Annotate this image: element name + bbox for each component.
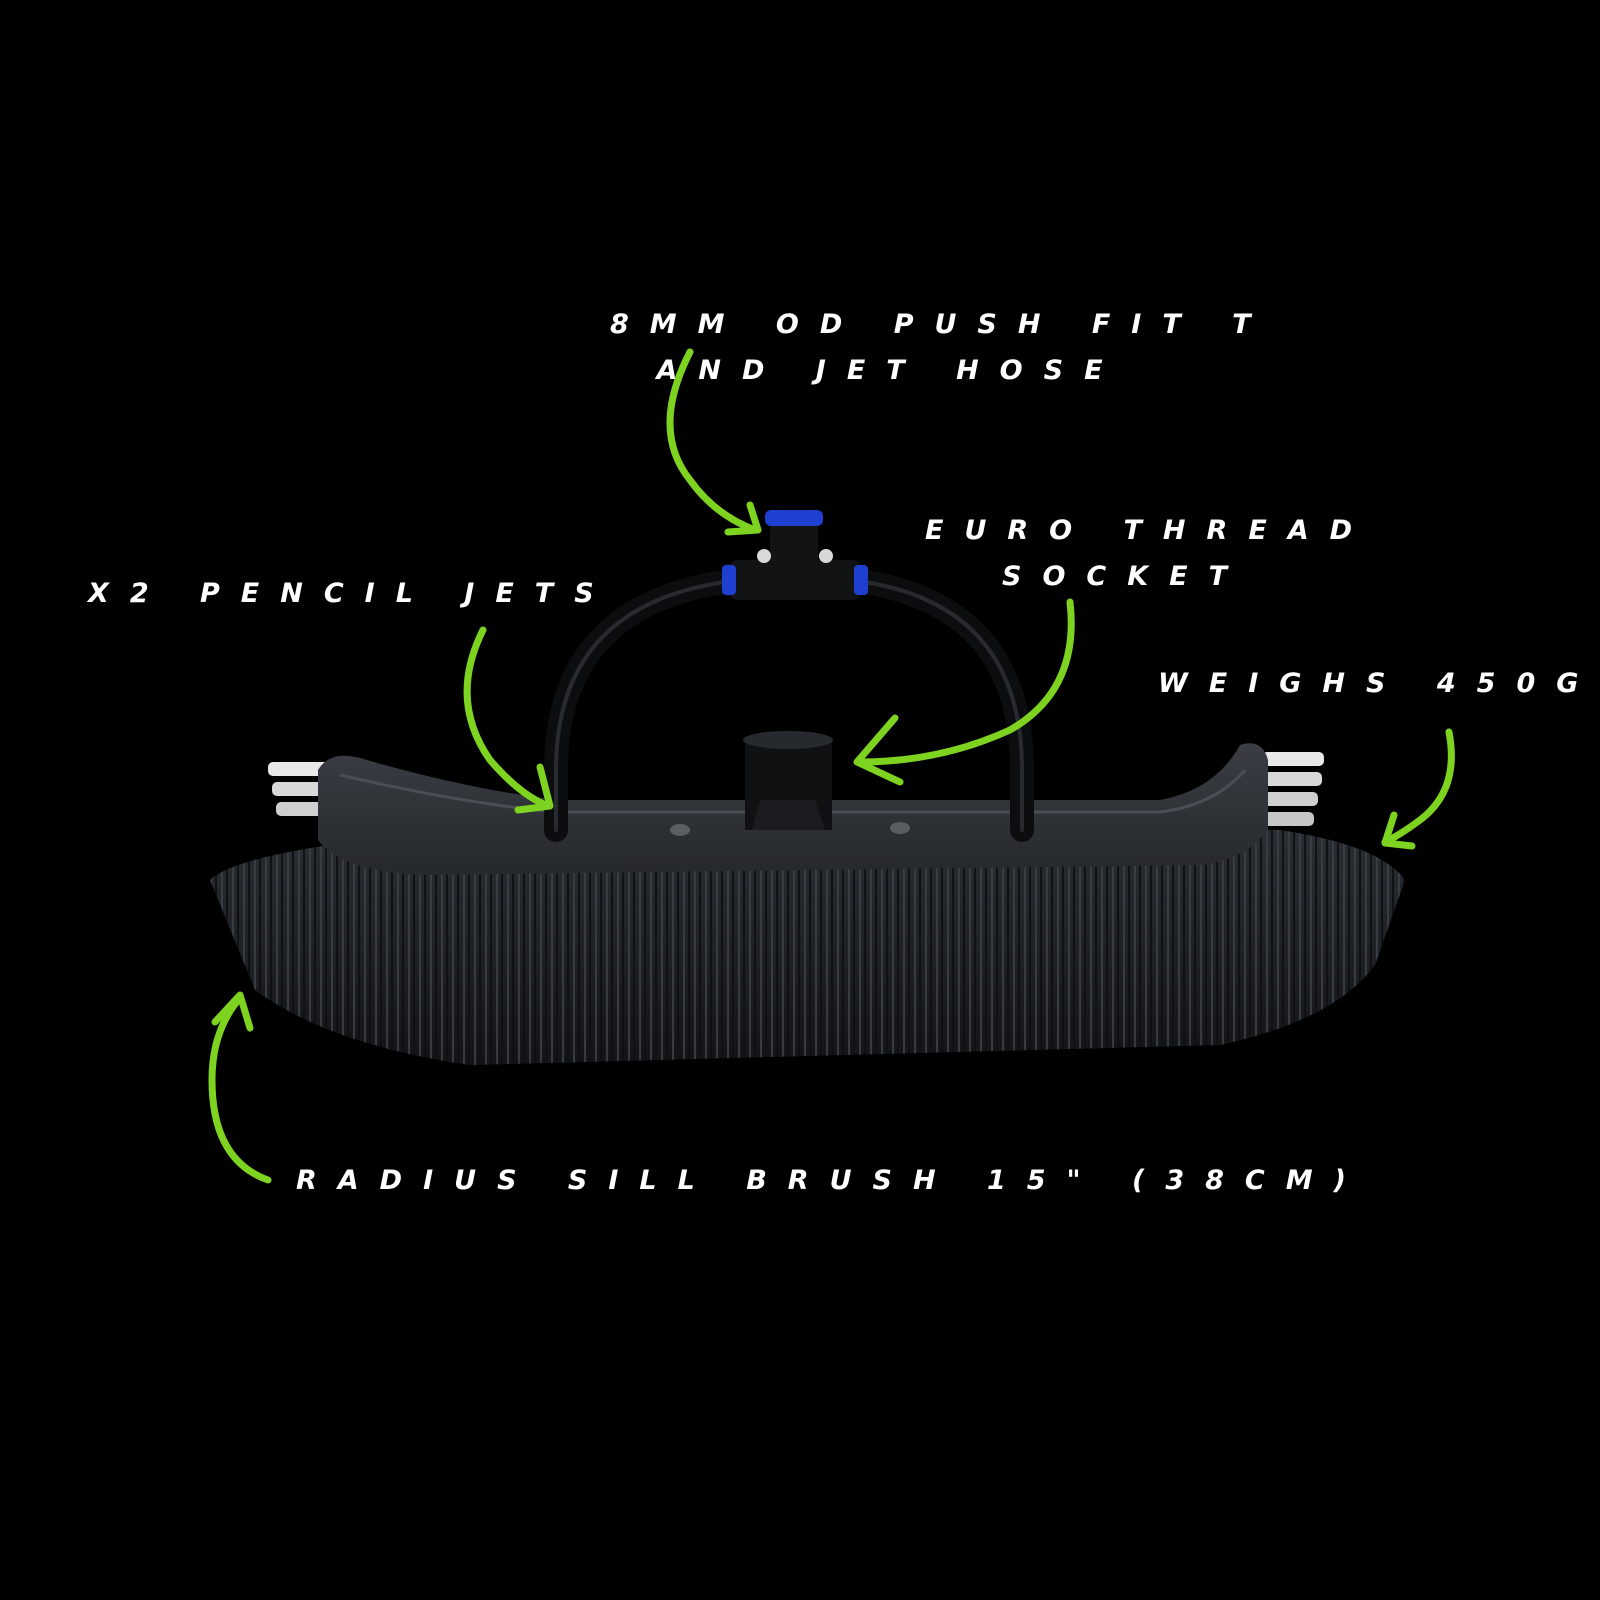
push-fit-label-line1: 8mm OD push fit T (610, 309, 1272, 340)
euro-thread-label-line1: Euro thread (925, 515, 1374, 546)
push-fit-label: 8mm OD push fit T and jet hose (610, 302, 1272, 394)
euro-thread-label: Euro thread socket (925, 508, 1374, 600)
euro-thread-label-line2: socket (1002, 561, 1248, 592)
product-name-label: radius sill brush 15" (38cm) (296, 1165, 1367, 1196)
push-fit-label-line2: and jet hose (656, 355, 1124, 386)
push-fit-t-connector (722, 510, 868, 600)
weight-label: weighs 450g (1158, 668, 1600, 699)
arrow-product-name-icon (208, 991, 272, 1184)
pencil-jets-label: X2 pencil jets (88, 578, 615, 609)
arrow-push-fit-icon (666, 348, 762, 536)
jet-hose (544, 568, 1034, 842)
arrow-euro-thread-icon (853, 598, 1075, 786)
arrow-pencil-jets-icon (463, 626, 554, 814)
right-side-jets (1262, 752, 1324, 826)
bristles (210, 830, 1405, 1065)
euro-thread-socket (743, 731, 833, 830)
arrow-weight-icon (1381, 728, 1455, 850)
